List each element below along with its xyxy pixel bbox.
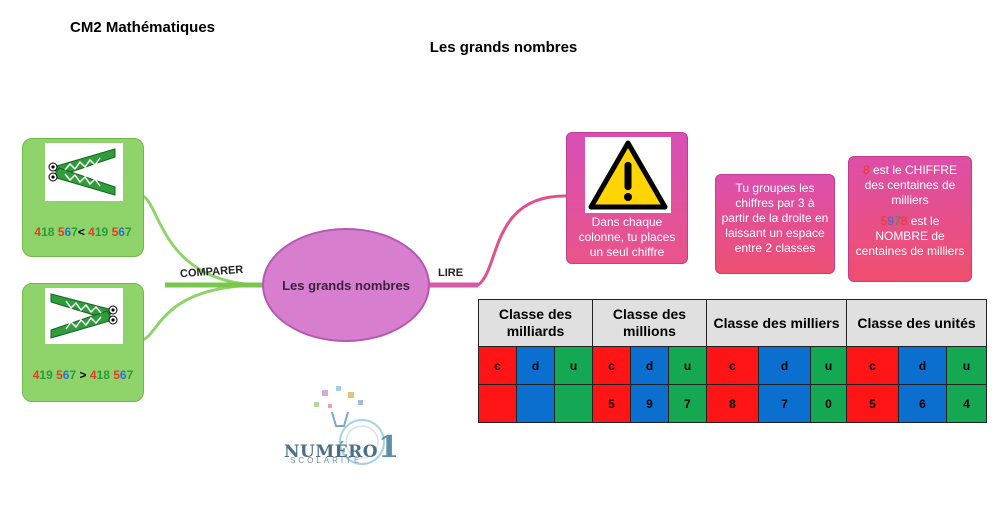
letter-cell: d bbox=[630, 346, 669, 385]
crocodile-greater-image bbox=[45, 288, 123, 344]
digit-cell bbox=[516, 384, 555, 423]
logo-subtitle: SCOLARITÉ bbox=[290, 456, 363, 465]
digit-cell: 0 bbox=[810, 384, 847, 423]
digit-vs-number-card: 8 est le CHIFFRE des centaines de millie… bbox=[848, 156, 972, 282]
digit-cell: 7 bbox=[668, 384, 707, 423]
branch-label-read: LIRE bbox=[438, 267, 464, 279]
digit-cell: 8 bbox=[706, 384, 759, 423]
digit-cell bbox=[554, 384, 593, 423]
digit-cell: 5 bbox=[592, 384, 631, 423]
letter-cell: d bbox=[516, 346, 555, 385]
warning-text: Dans chaque colonne, tu places un seul c… bbox=[578, 215, 676, 259]
letter-cell: u bbox=[810, 346, 847, 385]
digit-cell: 6 bbox=[898, 384, 947, 423]
grouping-card: Tu groupes les chiffres par 3 à partir d… bbox=[715, 174, 835, 274]
letter-cell: u bbox=[554, 346, 593, 385]
number-explanation: 5978 est le NOMBRE de centaines de milli… bbox=[855, 214, 965, 258]
logo-graphic-icon bbox=[314, 386, 385, 465]
logo-wordmark: NUMÉRO1 bbox=[284, 430, 400, 465]
link-read bbox=[426, 194, 567, 287]
warning-icon-box bbox=[585, 137, 671, 213]
letter-cell: c bbox=[478, 346, 517, 385]
letter-cell: c bbox=[592, 346, 631, 385]
compare-expression-greater: 419 567 > 418 567 bbox=[32, 368, 134, 382]
header-units: Classe des unités bbox=[846, 299, 987, 347]
digit-cell: 4 bbox=[946, 384, 987, 423]
letter-cell: c bbox=[706, 346, 759, 385]
page-title: Les grands nombres bbox=[429, 39, 578, 56]
crocodile-less-image bbox=[45, 143, 123, 201]
grouping-text: Tu groupes les chiffres par 3 à partir d… bbox=[721, 181, 829, 255]
letter-cell: d bbox=[898, 346, 947, 385]
crocodile-open-right-icon bbox=[48, 148, 116, 196]
compare-expression-less: 418 567< 419 567 bbox=[34, 225, 132, 239]
link-compare-top bbox=[141, 194, 265, 287]
central-node-label: Les grands nombres bbox=[282, 277, 410, 293]
header-billions: Classe des milliards bbox=[478, 299, 593, 347]
header-millions: Classe des millions bbox=[592, 299, 707, 347]
letter-cell: c bbox=[846, 346, 899, 385]
link-compare-bottom bbox=[141, 283, 265, 342]
letter-cell: u bbox=[946, 346, 987, 385]
warning-card: Dans chaque colonne, tu places un seul c… bbox=[566, 132, 688, 264]
warning-triangle-icon bbox=[588, 140, 668, 210]
letter-cell: d bbox=[758, 346, 811, 385]
digit-cell: 7 bbox=[758, 384, 811, 423]
subject-title: CM2 Mathématiques bbox=[70, 19, 216, 36]
place-value-table: Classe des milliards Classe des millions… bbox=[478, 299, 987, 423]
numero1-logo: NUMÉRO1 SCOLARITÉ bbox=[284, 382, 399, 482]
header-thousands: Classe des milliers bbox=[706, 299, 847, 347]
letter-cell: u bbox=[668, 346, 707, 385]
digit-cell: 9 bbox=[630, 384, 669, 423]
compare-card-less: 418 567< 419 567 bbox=[22, 138, 144, 257]
digit-cell bbox=[478, 384, 517, 423]
crocodile-open-left-icon bbox=[50, 293, 118, 339]
digit-explanation: 8 est le CHIFFRE des centaines de millie… bbox=[862, 163, 958, 207]
compare-card-greater: 419 567 > 418 567 bbox=[22, 283, 144, 402]
digit-cell: 5 bbox=[846, 384, 899, 423]
central-node: Les grands nombres bbox=[262, 228, 430, 342]
